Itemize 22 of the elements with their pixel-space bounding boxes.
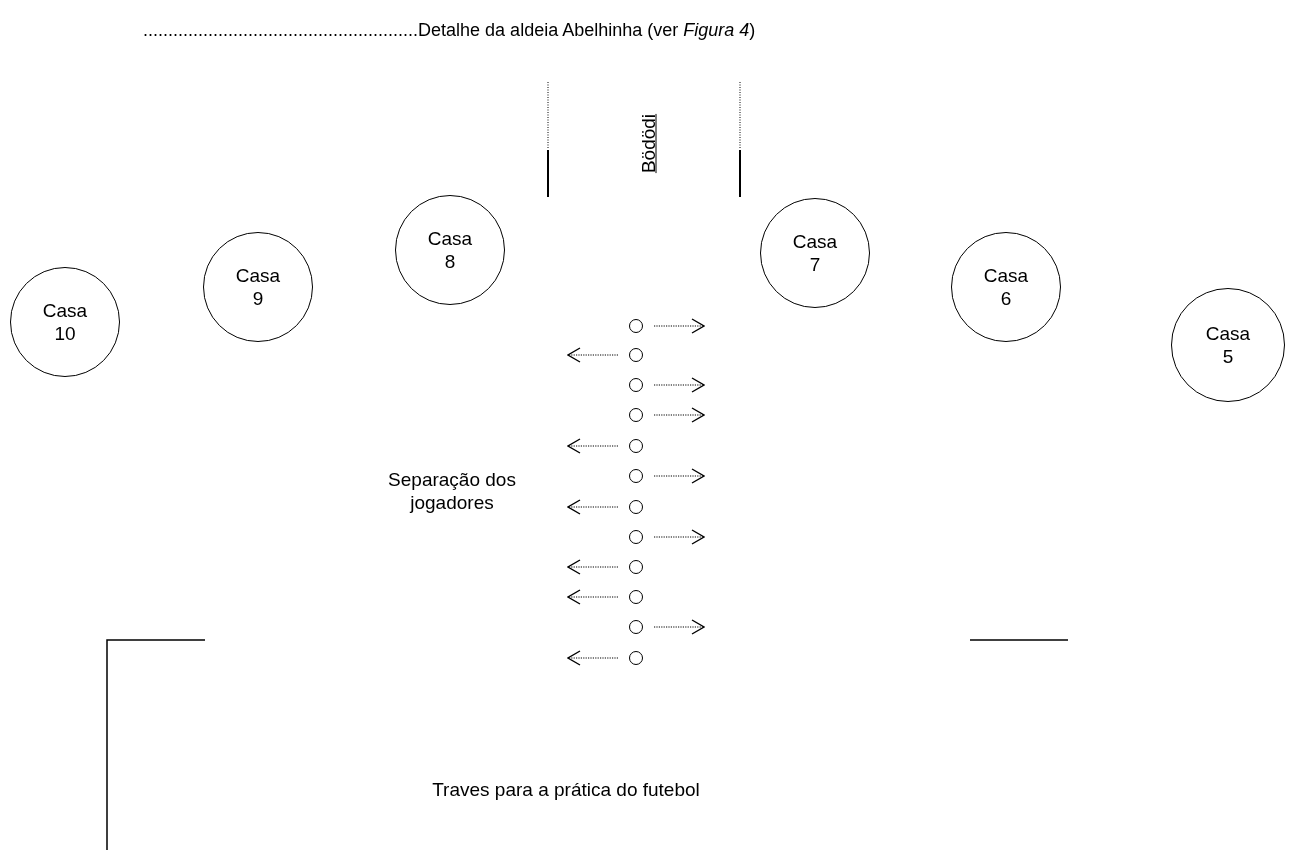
dotted-arrow bbox=[567, 347, 619, 363]
house-label: Casa 6 bbox=[982, 264, 1030, 310]
dotted-arrow bbox=[653, 318, 705, 334]
dotted-arrow bbox=[567, 499, 619, 515]
title: .......................................................Detalhe da aldeia Abelhinha (ver Figura 4) bbox=[143, 20, 756, 41]
dotted-arrow bbox=[567, 650, 619, 666]
house-label: Casa 5 bbox=[1204, 322, 1252, 368]
area-label: Separação dos jogadores bbox=[387, 468, 517, 514]
house-label: Casa 7 bbox=[791, 230, 839, 276]
dotted-arrow bbox=[653, 407, 705, 423]
dotted-arrow bbox=[567, 589, 619, 605]
house-label: Casa 8 bbox=[426, 227, 474, 273]
dotted-arrow bbox=[653, 468, 705, 484]
dotted-arrow bbox=[653, 529, 705, 545]
house-label: Casa 9 bbox=[234, 264, 282, 310]
dotted-arrow bbox=[567, 559, 619, 575]
area-label: Traves para a prática do futebol bbox=[431, 778, 701, 801]
dotted-arrow bbox=[567, 438, 619, 454]
vertical-label: Bödödi bbox=[636, 112, 660, 176]
dotted-arrow bbox=[653, 619, 705, 635]
house-label: Casa 10 bbox=[41, 299, 89, 345]
dotted-arrow bbox=[653, 377, 705, 393]
